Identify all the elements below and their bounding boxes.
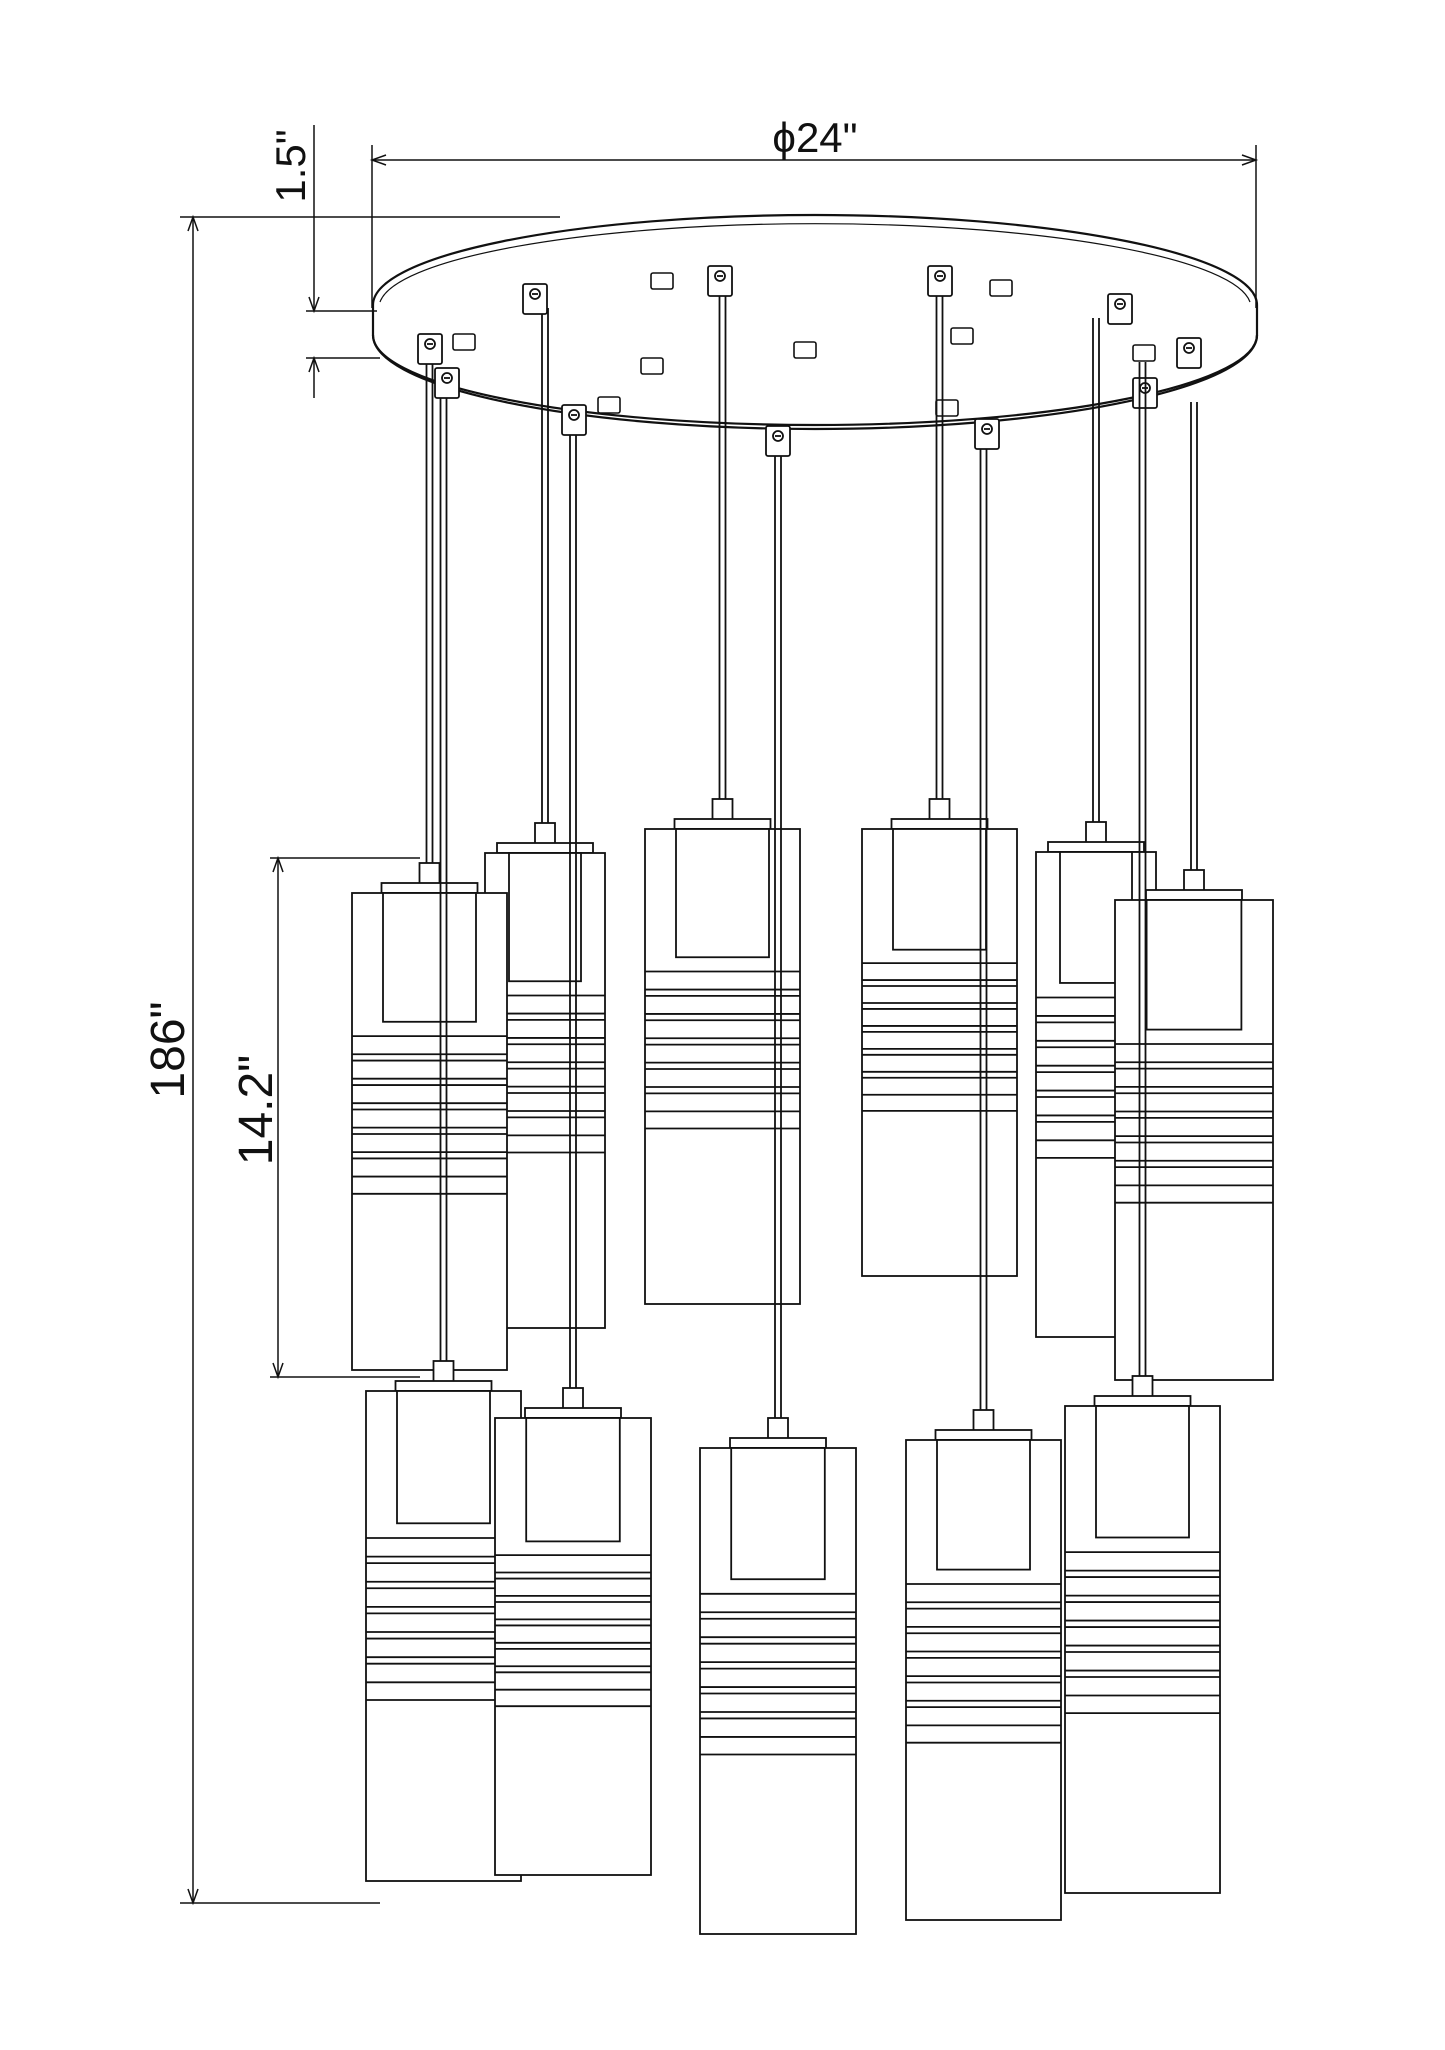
pendant-9	[699, 425, 857, 1935]
overall-height-label: 186"	[142, 1001, 195, 1098]
pendant-8	[494, 404, 652, 1876]
pendant-10	[905, 418, 1062, 1921]
pendants	[351, 265, 1274, 1935]
shade-height-label: 14.2"	[230, 1055, 283, 1165]
pendant-3	[861, 265, 1018, 1277]
diameter-label: ϕ24"	[772, 114, 857, 161]
pendant-6	[1114, 377, 1274, 1381]
pendant-11	[1064, 337, 1221, 1894]
canopy-screws	[452, 272, 1156, 417]
pendant-5	[351, 333, 508, 1371]
dimension-lines	[180, 125, 1259, 1906]
canopy-height-label: 1.5"	[267, 129, 314, 202]
